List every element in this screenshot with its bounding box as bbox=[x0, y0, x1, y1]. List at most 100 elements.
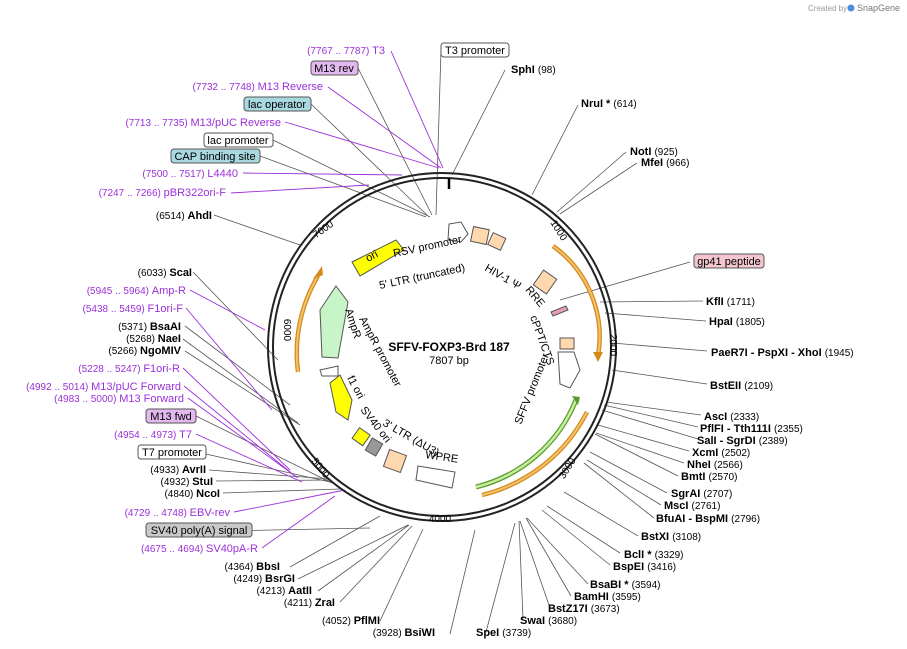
site-left-2: (5371) BsaAI bbox=[118, 321, 181, 333]
primer-7: (5228 .. 5247) F1ori-R bbox=[78, 363, 180, 375]
rsv-promoter-feature bbox=[447, 221, 469, 243]
site-name: BsrGI bbox=[265, 573, 295, 585]
site-pos: (2502) bbox=[721, 448, 750, 459]
site-name: SgrAI bbox=[671, 488, 703, 500]
tick-label-7000: 7000 bbox=[311, 219, 336, 241]
wpre-feature bbox=[415, 465, 456, 489]
site-left-12: (4052) PflMI bbox=[322, 615, 380, 627]
site-pos: (3928) bbox=[373, 628, 405, 639]
site-name: BamHI bbox=[574, 591, 612, 603]
site-left-13: (3928) BsiWI bbox=[373, 627, 435, 639]
primer-name: F1ori-F bbox=[148, 303, 184, 315]
site-pos: (614) bbox=[613, 99, 636, 110]
site-name: XcmI bbox=[692, 447, 721, 459]
rsv-label: RSV promoter bbox=[392, 234, 463, 260]
site-name: ZraI bbox=[315, 597, 335, 609]
site-pos: (3595) bbox=[612, 592, 641, 603]
leader-lines bbox=[182, 49, 708, 635]
site-name: PaeR7I - PspXI - XhoI bbox=[711, 347, 825, 359]
site-22: BstZ17I (3673) bbox=[548, 603, 620, 615]
site-left-7: (4840) NcoI bbox=[164, 488, 220, 500]
site-name: NaeI bbox=[158, 333, 181, 345]
primer-6: (5438 .. 5459) F1ori-F bbox=[83, 303, 184, 315]
site-left-5: (4933) AvrII bbox=[150, 464, 206, 476]
primer-3: (7500 .. 7517) L4440 bbox=[142, 168, 238, 180]
site-6: PaeR7I - PspXI - XhoI (1945) bbox=[711, 347, 854, 359]
site-name: NgoMIV bbox=[140, 345, 182, 357]
tick-label-2000: 2000 bbox=[607, 334, 618, 357]
orange-arc-3-head bbox=[313, 266, 323, 279]
primer-range: (7500 .. 7517) bbox=[142, 169, 207, 180]
plasmid-name: SFFV-FOXP3-Brd 187 bbox=[388, 340, 510, 354]
site-18: BclI * (3329) bbox=[624, 549, 683, 561]
primer-range: (7247 .. 7266) bbox=[99, 188, 164, 199]
site-0: SphI (98) bbox=[511, 64, 556, 76]
t3-promoter-label: T3 promoter bbox=[445, 45, 505, 57]
site-pos: (98) bbox=[538, 65, 556, 76]
lac-promoter-label: lac promoter bbox=[207, 135, 268, 147]
primer-range: (4983 .. 5000) bbox=[54, 394, 119, 405]
site-name: SalI - SgrDI bbox=[697, 435, 759, 447]
sv40-polya-label: SV40 poly(A) signal bbox=[151, 525, 248, 537]
site-name: NcoI bbox=[196, 488, 220, 500]
site-9: PflFI - Tth111I (2355) bbox=[700, 423, 803, 435]
site-pos: (1945) bbox=[825, 348, 854, 359]
site-pos: (5371) bbox=[118, 322, 150, 333]
primer-name: L4440 bbox=[207, 168, 238, 180]
orange-arc-2-core bbox=[481, 411, 588, 496]
site-pos: (5268) bbox=[126, 334, 158, 345]
site-pos: (4213) bbox=[256, 586, 288, 597]
sv40-polya-feature bbox=[364, 437, 384, 457]
tick-label-4000: 4000 bbox=[429, 514, 452, 525]
site-name: AscI bbox=[704, 411, 730, 423]
site-name: BsaBI * bbox=[590, 579, 632, 591]
site-pos: (3673) bbox=[591, 604, 620, 615]
tick-label-1000: 1000 bbox=[548, 218, 569, 243]
primer-range: (5945 .. 5964) bbox=[87, 286, 152, 297]
rre-feature bbox=[532, 269, 558, 295]
orange-arc-3-core bbox=[295, 275, 319, 373]
site-11: XcmI (2502) bbox=[692, 447, 750, 459]
green-arc-head bbox=[572, 396, 580, 405]
orange-arc-1-core bbox=[552, 245, 601, 357]
site-pos: (1805) bbox=[736, 317, 765, 328]
site-left-9: (4249) BsrGI bbox=[233, 573, 295, 585]
site-pos: (3329) bbox=[655, 550, 684, 561]
site-20: BsaBI * (3594) bbox=[590, 579, 660, 591]
sites-left: (6514) AhdI(6033) ScaI(5371) BsaAI(5268)… bbox=[108, 210, 435, 639]
site-4: KflI (1711) bbox=[706, 296, 755, 308]
hiv-psi-feature bbox=[487, 231, 507, 251]
site-pos: (4249) bbox=[233, 574, 265, 585]
site-name: BclI * bbox=[624, 549, 655, 561]
primer-range: (7713 .. 7735) bbox=[125, 118, 190, 129]
primer-0: (7767 .. 7787) T3 bbox=[307, 45, 385, 57]
site-name: SpeI bbox=[476, 627, 502, 639]
site-pos: (6514) bbox=[156, 211, 188, 222]
site-name: BbsI bbox=[256, 561, 280, 573]
site-name: AvrII bbox=[182, 464, 206, 476]
site-name: MfeI bbox=[641, 157, 666, 169]
site-24: SpeI (3739) bbox=[476, 627, 531, 639]
site-name: StuI bbox=[192, 476, 213, 488]
site-name: ScaI bbox=[169, 267, 192, 279]
ori-label: ori bbox=[364, 248, 380, 264]
lac-operator-label: lac operator bbox=[248, 99, 306, 111]
site-pos: (5266) bbox=[108, 346, 140, 357]
site-pos: (4933) bbox=[150, 465, 182, 476]
primer-range: (4954 .. 4973) bbox=[114, 430, 179, 441]
site-pos: (6033) bbox=[138, 268, 170, 279]
site-21: BamHI (3595) bbox=[574, 591, 641, 603]
site-15: MscI (2761) bbox=[664, 500, 720, 512]
primer-range: (7732 .. 7748) bbox=[193, 82, 258, 93]
primer-name: M13 Reverse bbox=[258, 81, 323, 93]
site-pos: (3594) bbox=[632, 580, 661, 591]
sffv-promoter-feature bbox=[557, 351, 581, 389]
site-3: MfeI (966) bbox=[641, 157, 689, 169]
primer-1: (7732 .. 7748) M13 Reverse bbox=[193, 81, 323, 93]
primer-name: pBR322ori-F bbox=[164, 187, 227, 199]
site-pos: (925) bbox=[654, 147, 677, 158]
site-left-1: (6033) ScaI bbox=[138, 267, 192, 279]
primer-2: (7713 .. 7735) M13/pUC Reverse bbox=[125, 117, 281, 129]
primer-range: (7767 .. 7787) bbox=[307, 46, 372, 57]
